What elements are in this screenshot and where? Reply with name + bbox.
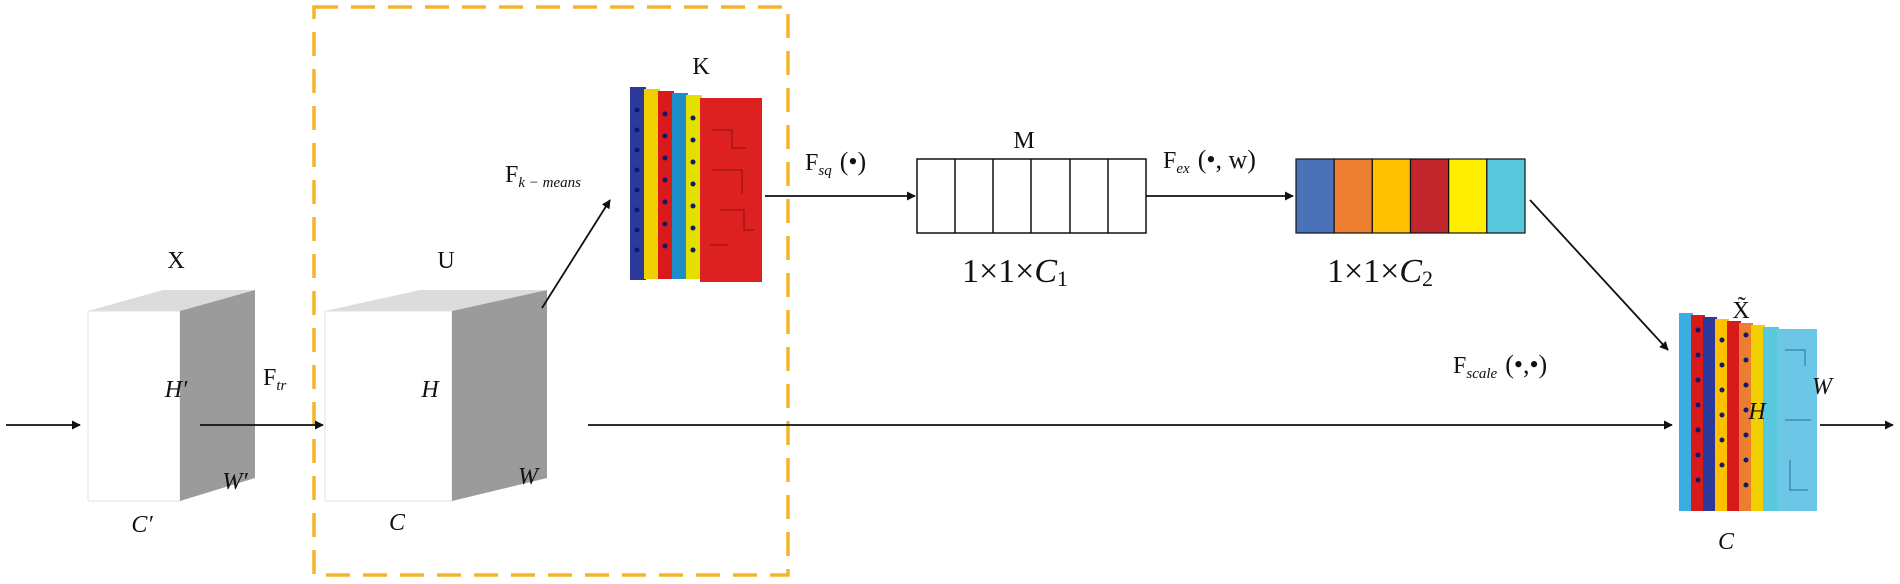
- op-scale-label: Fscale (•,•): [1453, 350, 1547, 382]
- tensor-out-height-label: H: [1747, 399, 1767, 425]
- vector-c2-cell: [1486, 158, 1526, 234]
- vector-c2-size-label: 1×1×C2: [1327, 253, 1433, 291]
- vector-c2-size-prefix: 1×1×: [1327, 253, 1399, 290]
- op-scale-main: F: [1453, 353, 1466, 379]
- tensor-out-width-label: W: [1812, 374, 1834, 400]
- tensor-x-label: X: [167, 248, 184, 274]
- vector-m-size-prefix: 1×1×: [962, 253, 1034, 290]
- vector-c2-size-sub: 2: [1422, 266, 1433, 291]
- op-tr-sub: tr: [276, 378, 286, 394]
- op-tr-main: F: [263, 365, 276, 391]
- tensor-u-channels-label: C: [389, 510, 406, 536]
- vector-c2-cell: [1409, 158, 1450, 234]
- tensor-u-width-label: W: [518, 464, 540, 490]
- op-ex-main: F: [1163, 148, 1176, 174]
- op-sq-args: (•): [840, 147, 866, 176]
- vector-m: [916, 158, 1147, 234]
- op-tr-label: Ftr: [263, 365, 287, 394]
- op-sq-label: Fsq (•): [805, 147, 866, 179]
- op-ex-args: (•, w): [1198, 145, 1256, 174]
- vector-m-label: M: [1013, 128, 1034, 154]
- vector-m-size-var: C: [1034, 253, 1057, 290]
- op-kmeans-main: F: [505, 162, 518, 188]
- tensor-out-channels-label: C: [1718, 529, 1735, 555]
- scale-arrow: [1529, 199, 1669, 351]
- tensor-x-channels-label: C′: [131, 512, 153, 538]
- op-ex-label: Fex (•, w): [1163, 145, 1256, 177]
- vector-c2-size-var: C: [1399, 253, 1422, 290]
- tensor-x-height-label: H′: [164, 377, 188, 403]
- vector-c2: [1295, 158, 1526, 234]
- op-sq-main: F: [805, 150, 818, 176]
- vector-c2-cell: [1448, 158, 1488, 234]
- tensor-u-height-label: H: [420, 377, 440, 403]
- tensor-x-cube: [87, 290, 255, 502]
- kmeans-highlight-box: [312, 5, 790, 577]
- vector-c2-cell: [1333, 158, 1373, 234]
- vector-c2-cell: [1295, 158, 1335, 234]
- op-kmeans-label: Fk − means: [505, 162, 581, 191]
- tensor-out-stack: [1679, 313, 1817, 511]
- op-ex-sub: ex: [1176, 161, 1190, 177]
- kmeans-arrow: [541, 199, 611, 309]
- vector-c2-cell: [1371, 158, 1412, 234]
- op-kmeans-sub: k − means: [518, 175, 581, 191]
- tensor-k-label: K: [692, 54, 710, 80]
- tensor-x-width-label: W′: [222, 469, 248, 495]
- op-sq-sub: sq: [818, 163, 832, 179]
- tensor-u-label: U: [437, 248, 454, 274]
- vector-m-size-sub: 1: [1057, 266, 1068, 291]
- op-scale-sub: scale: [1466, 366, 1497, 382]
- tensor-k-stack: [630, 87, 762, 282]
- vector-m-size-label: 1×1×C1: [962, 253, 1068, 291]
- tensor-out-label: X̃: [1732, 296, 1749, 324]
- tensor-u-cube: [324, 290, 547, 502]
- op-scale-args: (•,•): [1505, 350, 1547, 379]
